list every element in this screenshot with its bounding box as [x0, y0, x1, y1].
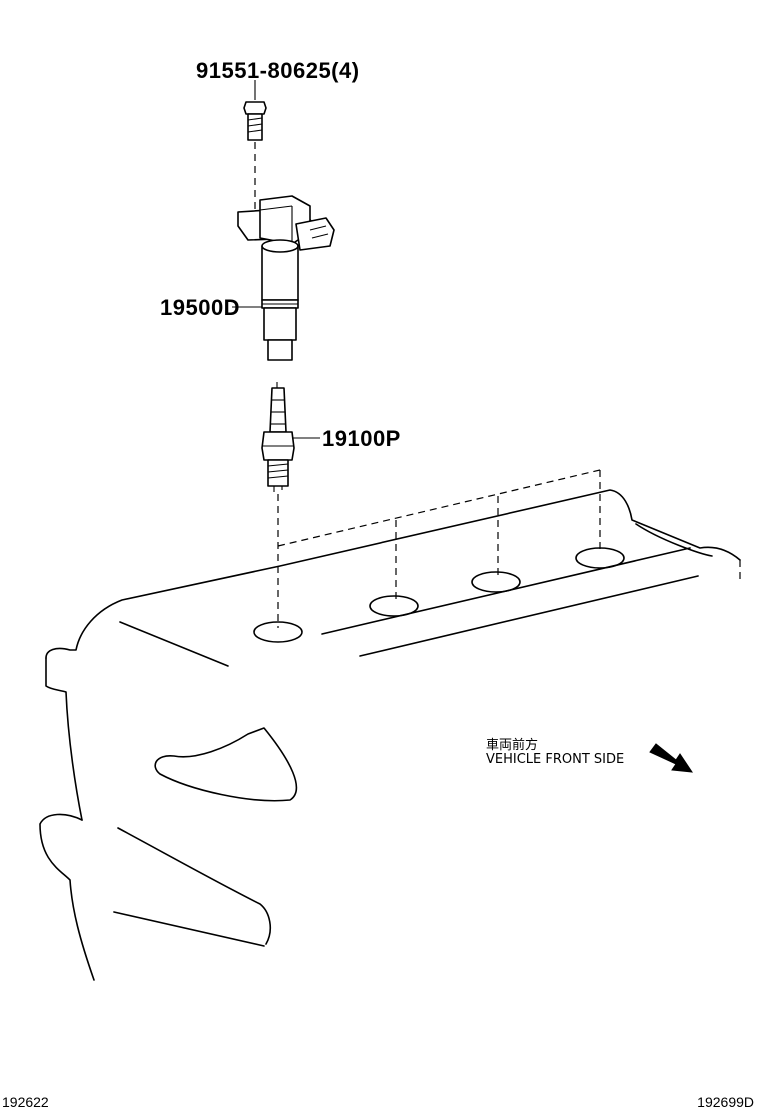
- alignment-lines: [277, 469, 601, 628]
- cylinder-head-drawing: [39, 489, 741, 981]
- ignition-coil-part-number[interactable]: 19500D: [160, 295, 241, 320]
- spark-plug-part-number[interactable]: 19100P: [322, 426, 401, 451]
- direction-note-japanese: 車両前方: [486, 738, 539, 753]
- spark-plug-drawing: [261, 382, 295, 492]
- footer-left-id: 192622: [2, 1094, 49, 1110]
- bolt-drawing: [243, 80, 267, 212]
- ignition-coil-drawing: [237, 195, 335, 361]
- footer-right-id: 192699D: [697, 1094, 754, 1110]
- direction-note-english: VEHICLE FRONT SIDE: [486, 752, 625, 767]
- vehicle-front-arrow-icon: [649, 743, 694, 773]
- bolt-part-number[interactable]: 91551-80625(4): [196, 58, 360, 83]
